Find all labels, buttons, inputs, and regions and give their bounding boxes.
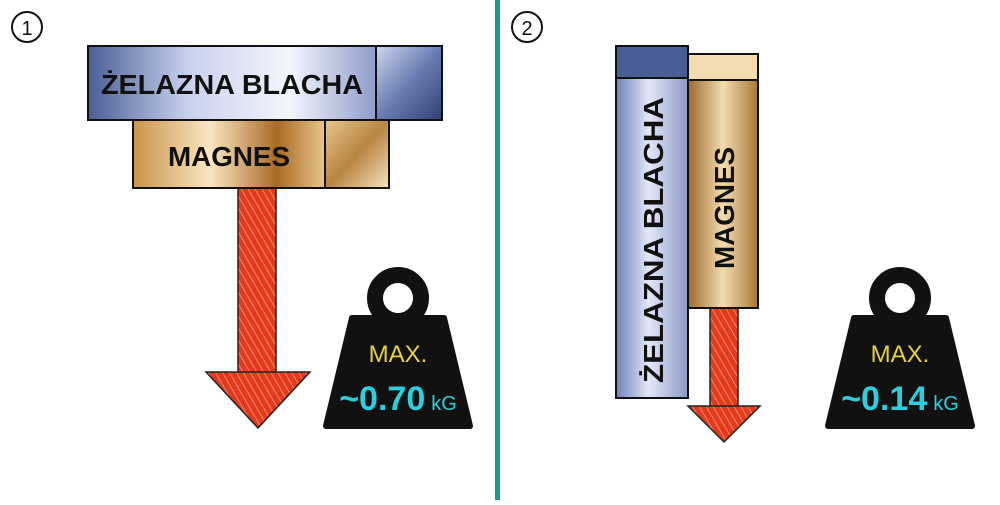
magnet: MAGNES — [132, 119, 390, 189]
force-arrow — [204, 187, 312, 430]
magnet-label: MAGNES — [168, 141, 290, 172]
panel-divider — [495, 0, 500, 500]
iron-sheet: ŻELAZNA BLACHA — [87, 45, 443, 121]
sheet-label: ŻELAZNA BLACHA — [101, 69, 363, 100]
panel-number-circle — [11, 11, 43, 43]
panel-number-digit: 2 — [521, 18, 532, 40]
iron-sheet: ŻELAZNA BLACHA — [615, 45, 689, 399]
force-arrow — [686, 307, 762, 444]
panel-number-circle — [511, 11, 543, 43]
weight-max-label: MAX. — [871, 341, 930, 368]
magnet-label: MAGNES — [709, 147, 740, 269]
panel-number-digit: 1 — [21, 18, 32, 40]
weight-max-label: MAX. — [369, 341, 428, 368]
magnet: MAGNES — [687, 53, 759, 309]
sheet-label: ŻELAZNA BLACHA — [638, 97, 669, 383]
